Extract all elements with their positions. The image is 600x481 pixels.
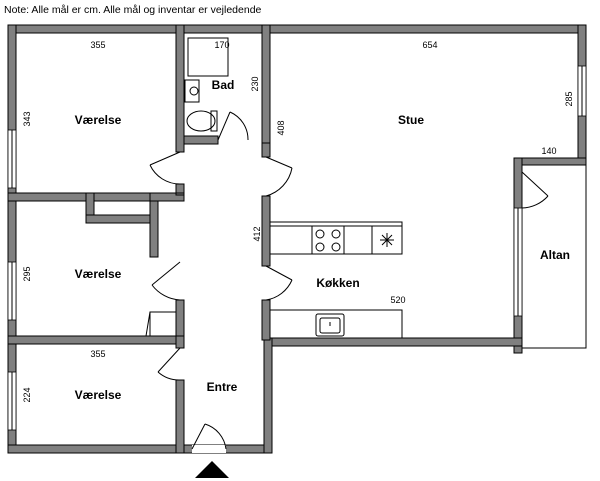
extractor-fan-icon bbox=[371, 225, 403, 255]
room-label-vaerelse-1: Værelse bbox=[75, 113, 122, 127]
room-label-bad: Bad bbox=[212, 78, 235, 92]
dim-stue-height: 285 bbox=[564, 91, 574, 106]
dim-vaerelse-3-height: 224 bbox=[22, 387, 32, 402]
room-label-altan: Altan bbox=[540, 248, 570, 262]
room-label-koekken: Køkken bbox=[316, 276, 359, 290]
dim-stue-step: 140 bbox=[541, 146, 556, 156]
dim-bad-width: 170 bbox=[214, 40, 229, 50]
toilet-icon bbox=[186, 110, 218, 132]
bathroom-fixtures bbox=[184, 37, 229, 132]
room-label-vaerelse-2: Værelse bbox=[75, 267, 122, 281]
dim-stue-hall-side: 408 bbox=[276, 120, 286, 135]
kitchen-counter-bottom bbox=[269, 309, 403, 339]
door-vaerelse-2 bbox=[151, 261, 181, 286]
room-label-entre: Entre bbox=[207, 380, 238, 394]
room-labels: Værelse Værelse Værelse Bad Stue Køkken … bbox=[75, 78, 570, 402]
plan-note: Note: Alle mål er cm. Alle mål og invent… bbox=[4, 4, 262, 16]
stove-icon bbox=[311, 225, 345, 255]
sink-icon bbox=[184, 79, 200, 103]
room-label-vaerelse-3: Værelse bbox=[75, 388, 122, 402]
door-vaerelse-1 bbox=[149, 151, 181, 166]
closet bbox=[145, 311, 177, 337]
dim-koekken-width: 520 bbox=[390, 295, 405, 305]
windows bbox=[7, 65, 587, 431]
door-vaerelse-3 bbox=[157, 347, 181, 373]
door-koekken bbox=[265, 265, 293, 281]
altan-outline bbox=[522, 164, 587, 349]
dim-vaerelse-1-width: 355 bbox=[90, 40, 105, 50]
door-altan bbox=[521, 171, 549, 197]
door-bad bbox=[217, 111, 231, 141]
dim-bad-height: 230 bbox=[250, 76, 260, 91]
dimension-labels: 355 343 295 355 224 170 230 654 285 408 … bbox=[22, 40, 574, 403]
room-label-stue: Stue bbox=[398, 113, 424, 127]
dim-koekken-hall-side: 412 bbox=[252, 226, 262, 241]
doors[interactable] bbox=[149, 111, 549, 453]
dim-vaerelse-3-width: 355 bbox=[90, 349, 105, 359]
entrance-arrow-icon bbox=[195, 461, 229, 478]
door-entre bbox=[191, 423, 206, 450]
dim-stue-width: 654 bbox=[422, 40, 437, 50]
kitchen-sink-icon bbox=[315, 313, 345, 337]
dim-vaerelse-2-height: 295 bbox=[22, 266, 32, 281]
door-stue bbox=[265, 156, 293, 169]
kitchen-fixtures bbox=[269, 221, 403, 339]
dim-vaerelse-1-height: 343 bbox=[22, 111, 32, 126]
